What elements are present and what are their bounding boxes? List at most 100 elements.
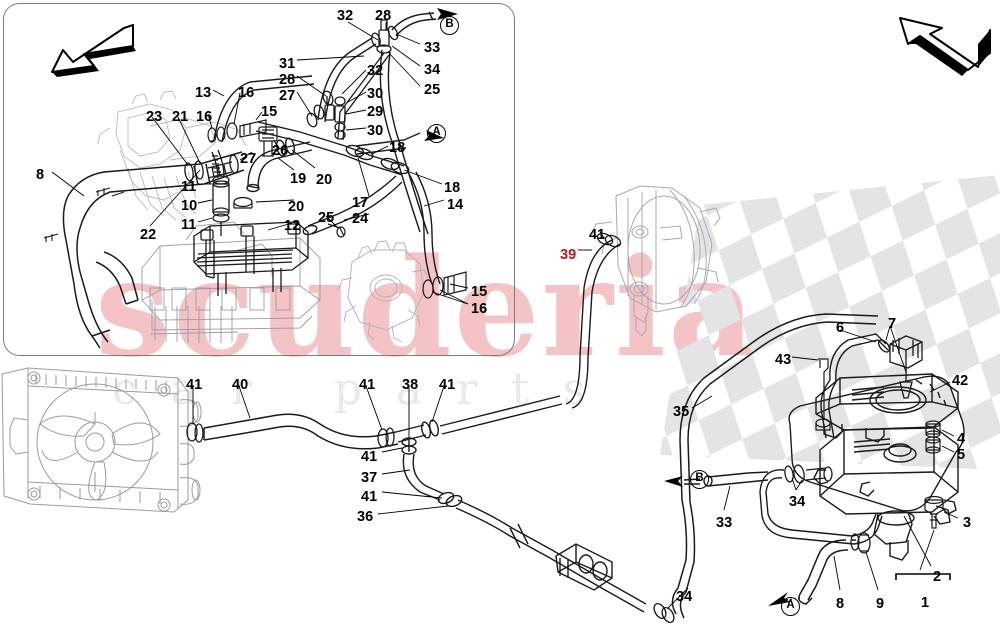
ghost-engine-block xyxy=(97,90,247,221)
callout-number: 1 xyxy=(921,595,930,611)
callout-number: 3 xyxy=(963,515,972,531)
retaining-bolt-43 xyxy=(815,358,831,431)
ghost-intake-manifold xyxy=(141,221,321,343)
hose-24-lower-right xyxy=(302,175,403,236)
pipe-31-to-tee-28 xyxy=(317,37,377,123)
ghost-clutch-housing xyxy=(591,185,721,337)
callout-number: 27 xyxy=(240,151,257,167)
bolt-15-washer-16-lower xyxy=(422,271,467,299)
arrow-head-B-lower xyxy=(664,476,683,487)
callout-number: 41 xyxy=(186,377,203,393)
pipe-A-long-descend xyxy=(379,49,429,235)
callout-number: 38 xyxy=(402,377,419,393)
callout-number: 8 xyxy=(36,167,45,183)
callout-number: 40 xyxy=(232,377,249,393)
checkered-flag-background xyxy=(660,175,1000,470)
callout-number: 27 xyxy=(279,88,296,104)
callout-number: 41 xyxy=(361,449,378,465)
ghost-timing-cover xyxy=(337,240,429,343)
callout-number: 13 xyxy=(195,85,212,101)
callout-number: 15 xyxy=(261,104,278,120)
callout-number: 16 xyxy=(238,85,255,101)
arrow-head-B-top xyxy=(437,8,458,20)
expansion-tank xyxy=(813,373,959,561)
pipe-37-36 xyxy=(402,453,647,613)
callout-number: 36 xyxy=(357,509,374,525)
callout-number: 32 xyxy=(337,8,354,24)
callout-number: 42 xyxy=(952,373,969,389)
inset-detail-frame xyxy=(3,3,515,356)
callout-number: 6 xyxy=(836,320,845,336)
pressure-cap-7 xyxy=(889,335,923,399)
callout-number: 21 xyxy=(172,109,189,125)
callout-number: 34 xyxy=(789,494,806,510)
callout-number: 11 xyxy=(181,217,197,233)
callout-number: 30 xyxy=(367,123,384,139)
retaining-clip-25 xyxy=(327,223,346,238)
callout-number: 19 xyxy=(290,171,307,187)
callout-number: 28 xyxy=(375,8,392,24)
callout-number: 32 xyxy=(367,63,384,79)
callout-number: 18 xyxy=(444,180,461,196)
pipe-29-column xyxy=(334,52,390,141)
callout-number: 28 xyxy=(279,72,296,88)
heat-exchanger-12 xyxy=(193,221,309,296)
callout-number: 37 xyxy=(361,470,378,486)
clamp-41-pipe-39 xyxy=(596,232,622,248)
hose-19-clamp-20 xyxy=(246,137,313,193)
vent-pipe-6 xyxy=(820,333,891,439)
hose-8-to-marker-A xyxy=(798,539,856,605)
callout-number: 39 xyxy=(560,247,577,263)
hose-8-lower-branch xyxy=(62,195,139,349)
callout-number: 5 xyxy=(957,447,966,463)
reference-marker-a: A xyxy=(427,124,446,143)
hose-14-right-descending xyxy=(407,171,441,285)
callout-number: 33 xyxy=(716,515,733,531)
drain-plug-3 xyxy=(924,495,944,529)
callout-number: 41 xyxy=(361,489,378,505)
hose-40-radiator-outlet xyxy=(203,413,399,450)
reference-marker-a: A xyxy=(781,597,800,616)
callout-number: 4 xyxy=(957,431,966,447)
hose-18-union-17 xyxy=(255,121,410,176)
callout-number: 29 xyxy=(367,104,384,120)
clamp-20-lower xyxy=(233,196,253,209)
thermostat-10-gaskets-11 xyxy=(211,149,230,236)
callout-number: 24 xyxy=(352,211,369,227)
radiator-with-fan xyxy=(1,367,202,513)
callout-number: 23 xyxy=(146,109,163,125)
callout-number: 35 xyxy=(673,404,690,420)
callout-number: 34 xyxy=(676,589,693,605)
callout-number: 26 xyxy=(272,143,289,159)
clamp-34-lower-left xyxy=(653,602,675,624)
bolt-15-upper xyxy=(239,119,267,138)
group-bracket-1 xyxy=(895,573,951,580)
arrow-top-right xyxy=(899,17,991,76)
callout-number: 25 xyxy=(318,210,335,226)
bolt-details-left xyxy=(43,187,125,242)
union-21-clamp-23 xyxy=(184,154,239,182)
callout-number: 15 xyxy=(471,284,488,300)
clamp-cluster-27-28-32 xyxy=(306,90,335,128)
washer-4-nut-5 xyxy=(925,420,941,454)
callout-number: 41 xyxy=(439,377,456,393)
hose-to-marker-B-top xyxy=(391,11,437,37)
tank-lower-hose-loop xyxy=(759,469,883,545)
callout-number: 30 xyxy=(367,86,384,102)
callout-number: 18 xyxy=(389,140,406,156)
callout-number: 43 xyxy=(775,352,792,368)
pipe-39 xyxy=(565,239,621,409)
callout-number: 8 xyxy=(836,596,845,612)
callout-number: 16 xyxy=(471,301,488,317)
callout-number: 20 xyxy=(316,172,333,188)
leader-lines xyxy=(51,21,959,609)
callout-number: 7 xyxy=(888,316,897,332)
callout-number: 16 xyxy=(196,109,213,125)
callout-number: 22 xyxy=(140,227,157,243)
callout-number: 41 xyxy=(359,377,376,393)
callout-number: 31 xyxy=(279,56,296,72)
callout-number: 10 xyxy=(181,198,198,214)
callout-number: 20 xyxy=(288,199,305,215)
